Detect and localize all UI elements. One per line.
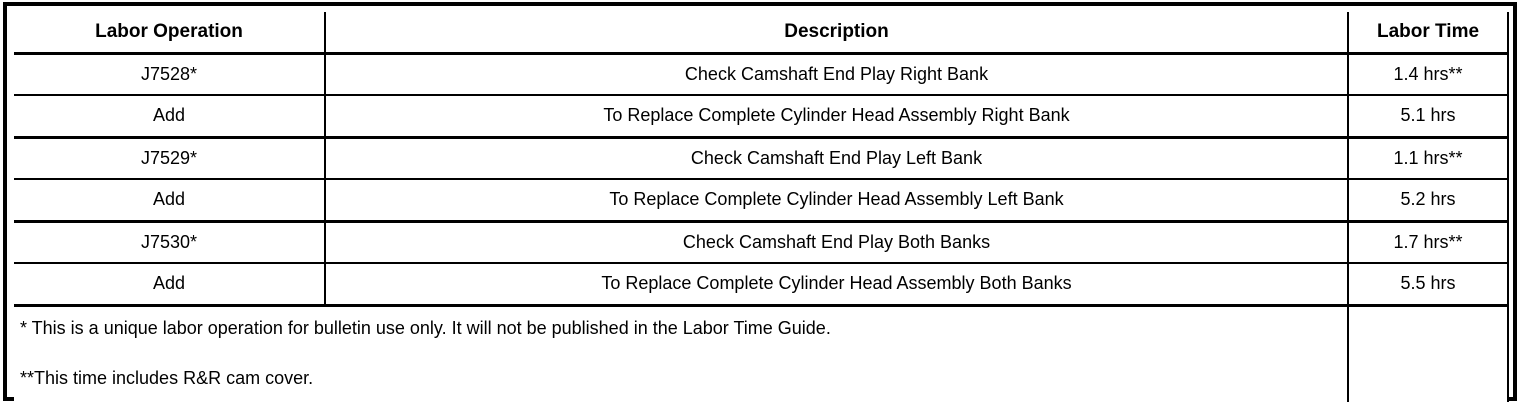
labor-operation-cell: Add [14, 263, 326, 307]
description-cell: Check Camshaft End Play Left Bank [325, 137, 1349, 180]
table-row: Add To Replace Complete Cylinder Head As… [14, 95, 1509, 139]
table-row: Add To Replace Complete Cylinder Head As… [14, 263, 1509, 307]
labor-time-header: Labor Time [1348, 12, 1509, 55]
footnotes-cell: * This is a unique labor operation for b… [14, 305, 1349, 402]
description-header: Description [325, 12, 1349, 55]
labor-operation-cell: Add [14, 179, 326, 223]
description-cell: Check Camshaft End Play Both Banks [325, 221, 1349, 264]
labor-time-table: Labor Operation Description Labor Time J… [14, 12, 1509, 402]
labor-time-cell: 1.7 hrs** [1348, 221, 1509, 264]
table-row: J7529* Check Camshaft End Play Left Bank… [14, 137, 1509, 180]
labor-operation-header: Labor Operation [14, 12, 326, 55]
labor-time-cell: 5.1 hrs [1348, 95, 1509, 139]
footnote-row: * This is a unique labor operation for b… [14, 305, 1509, 402]
labor-operation-cell: J7530* [14, 221, 326, 264]
labor-operation-cell: J7528* [14, 53, 326, 96]
empty-labor-time-cell [1348, 305, 1509, 402]
description-cell: To Replace Complete Cylinder Head Assemb… [325, 263, 1349, 307]
labor-time-cell: 1.1 hrs** [1348, 137, 1509, 180]
labor-operation-cell: Add [14, 95, 326, 139]
footnote-rr-cam-cover: **This time includes R&R cam cover. [20, 368, 314, 389]
labor-time-cell: 5.2 hrs [1348, 179, 1509, 223]
labor-operation-cell: J7529* [14, 137, 326, 180]
table-header-row: Labor Operation Description Labor Time [14, 12, 1509, 55]
table-row: Add To Replace Complete Cylinder Head As… [14, 179, 1509, 223]
labor-time-cell: 1.4 hrs** [1348, 53, 1509, 96]
description-cell: To Replace Complete Cylinder Head Assemb… [325, 95, 1349, 139]
labor-time-cell: 5.5 hrs [1348, 263, 1509, 307]
table-outer-frame: Labor Operation Description Labor Time J… [3, 2, 1517, 402]
table-row: J7530* Check Camshaft End Play Both Bank… [14, 221, 1509, 264]
description-cell: Check Camshaft End Play Right Bank [325, 53, 1349, 96]
footnote-unique-labor-operation: * This is a unique labor operation for b… [20, 317, 831, 338]
description-cell: To Replace Complete Cylinder Head Assemb… [325, 179, 1349, 223]
table-row: J7528* Check Camshaft End Play Right Ban… [14, 53, 1509, 96]
